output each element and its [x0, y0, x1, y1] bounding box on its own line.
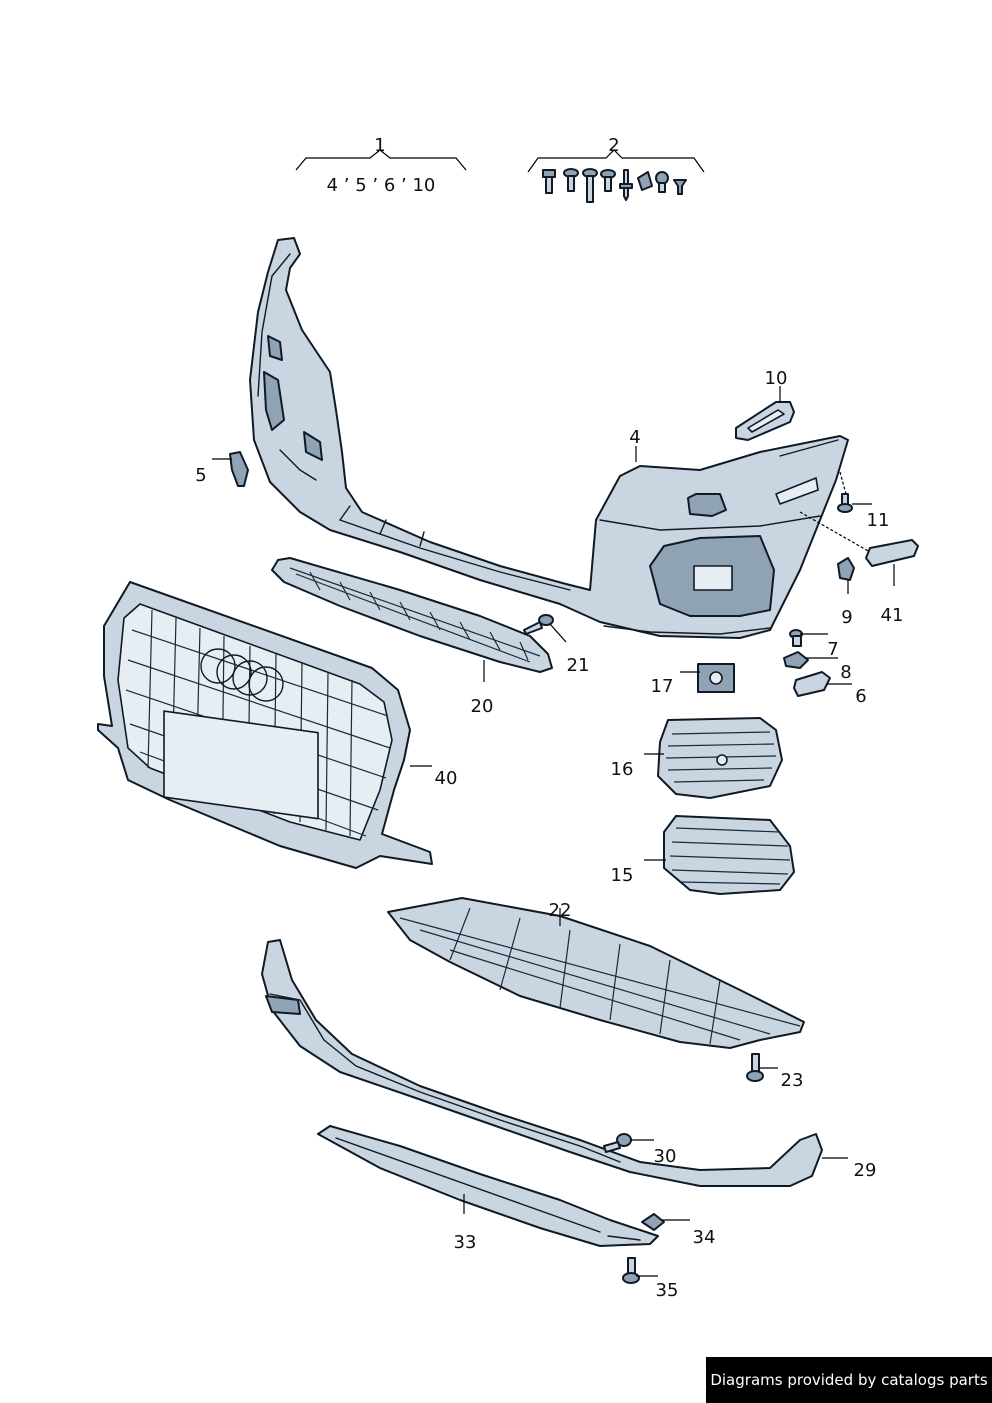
- clip-34: 34: [641, 1213, 716, 1248]
- side-grille-insert-upper: 16: [611, 717, 783, 799]
- side-grille-insert-lower: 15: [611, 815, 795, 895]
- callout-40[interactable]: 40: [435, 768, 458, 789]
- bolt-7: 7: [789, 629, 839, 660]
- callout-8[interactable]: 8: [840, 662, 851, 683]
- callout-1[interactable]: 1: [374, 135, 385, 156]
- lower-trim-strip: 33: [317, 1125, 659, 1253]
- callout-34[interactable]: 34: [693, 1227, 716, 1248]
- group-1-bracket: 1 4 ’ 5 ’ 6 ’ 10: [295, 135, 467, 196]
- callout-22[interactable]: 22: [549, 900, 572, 921]
- callout-35[interactable]: 35: [656, 1280, 679, 1301]
- bracket-left: 5: [195, 451, 249, 487]
- sensor-bracket: 17: [651, 663, 735, 697]
- callout-6[interactable]: 6: [855, 686, 866, 707]
- bracket-9: 9: [837, 557, 855, 628]
- callout-23[interactable]: 23: [781, 1070, 804, 1091]
- callout-4-group: 4: [629, 427, 641, 462]
- callout-7[interactable]: 7: [827, 639, 838, 660]
- callout-30[interactable]: 30: [654, 1146, 677, 1167]
- radiator-grille: 40: [97, 581, 458, 869]
- bumper-cover: [249, 237, 849, 639]
- trim-frame: 10: [735, 368, 795, 441]
- callout-4[interactable]: 4: [629, 427, 640, 448]
- callout-16[interactable]: 16: [611, 759, 634, 780]
- underbody-panel: 22: [387, 897, 805, 1049]
- callout-15[interactable]: 15: [611, 865, 634, 886]
- callout-11[interactable]: 11: [867, 510, 890, 531]
- rings-emblem-icon: [200, 648, 284, 702]
- tow-hook-cover: 41: [799, 511, 919, 626]
- lower-spoiler: 29: [261, 939, 877, 1187]
- bolt-35: 35: [622, 1257, 679, 1301]
- bolt-21: 21: [523, 614, 590, 676]
- bolt-11: 11: [837, 471, 890, 531]
- bolt-30: 30: [603, 1133, 677, 1167]
- callout-41[interactable]: 41: [881, 605, 904, 626]
- callout-17[interactable]: 17: [651, 676, 674, 697]
- callout-2[interactable]: 2: [608, 135, 619, 156]
- bolt-23: 23: [746, 1053, 804, 1091]
- callout-29[interactable]: 29: [854, 1160, 877, 1181]
- fastener-set-icon: [542, 168, 687, 203]
- callout-21[interactable]: 21: [567, 655, 590, 676]
- lower-grille-strip: 20: [271, 557, 553, 717]
- group-1-subparts: 4 ’ 5 ’ 6 ’ 10: [327, 175, 436, 196]
- callout-9[interactable]: 9: [841, 607, 852, 628]
- attribution-footer: Diagrams provided by catalogs parts: [706, 1357, 992, 1403]
- clip-8: 8: [783, 651, 852, 683]
- callout-10[interactable]: 10: [765, 368, 788, 389]
- callout-5[interactable]: 5: [195, 465, 206, 486]
- callout-20[interactable]: 20: [471, 696, 494, 717]
- callout-33[interactable]: 33: [454, 1232, 477, 1253]
- cap-6: 6: [793, 671, 867, 707]
- group-2-bracket: 2: [527, 135, 705, 203]
